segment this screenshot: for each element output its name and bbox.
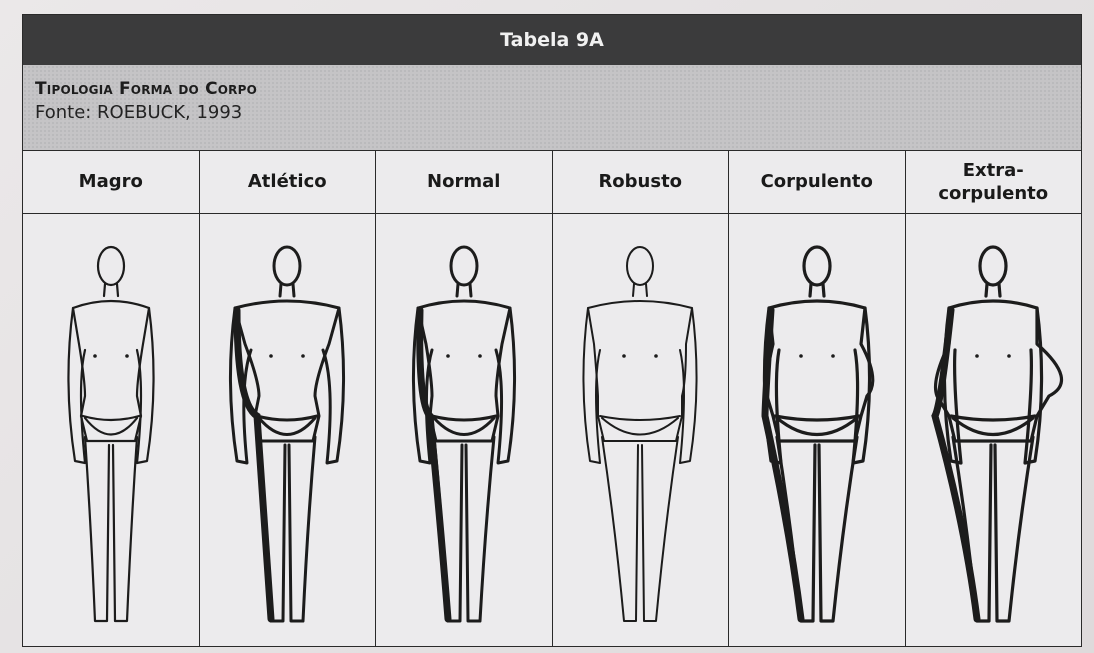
figure-row [23,214,1081,646]
head-shape [98,247,124,285]
chest-mark-left [975,354,979,358]
briefs-shape [951,416,1035,435]
head-shape [274,247,300,285]
head-shape [980,247,1006,285]
table-subtitle: Tipologia Forma do Corpo [35,79,1069,99]
body-figure-thin [26,226,196,646]
chest-mark-right [1007,354,1011,358]
chest-mark-right [654,354,658,358]
table-title: Tabela 9A [500,29,604,51]
figure-cell-atletico [200,214,377,646]
chest-mark-left [446,354,450,358]
figure-cell-robusto [553,214,730,646]
shadow-edge [765,310,801,619]
chest-mark-left [622,354,626,358]
table-caption: Tipologia Forma do Corpo Fonte: ROEBUCK,… [23,65,1081,151]
figure-cell-corpulento [729,214,906,646]
right-leg-shape [113,437,137,621]
head-shape [627,247,653,285]
column-header-extra-corpulento: Extra- corpulento [906,151,1082,213]
chest-mark-right [478,354,482,358]
column-header-normal: Normal [376,151,553,213]
body-figure-extra [908,226,1078,646]
chest-mark-right [301,354,305,358]
briefs-shape [600,416,680,435]
chest-mark-right [125,354,129,358]
right-leg-shape [642,437,678,621]
chest-mark-left [269,354,273,358]
figure-cell-normal [376,214,553,646]
right-leg-shape [466,437,494,621]
chest-mark-left [93,354,97,358]
column-header-atletico: Atlético [200,151,377,213]
table-source: Fonte: ROEBUCK, 1993 [35,102,1069,123]
body-figure-robust [555,226,725,646]
briefs-shape [775,416,859,435]
body-figure-corpulent [732,226,902,646]
figure-cell-magro [23,214,200,646]
shadow-edge [419,310,447,619]
briefs-shape [257,416,317,435]
column-header-robusto: Robusto [553,151,730,213]
right-leg-shape [995,437,1033,621]
head-shape [451,247,477,285]
figure-cell-extra-corpulento [906,214,1082,646]
briefs-shape [432,416,496,435]
body-type-table: Tabela 9A Tipologia Forma do Corpo Fonte… [22,14,1082,647]
table-title-bar: Tabela 9A [23,15,1081,65]
left-leg-shape [85,437,109,621]
column-header-corpulento: Corpulento [729,151,906,213]
left-leg-shape [602,437,638,621]
head-shape [804,247,830,285]
briefs-shape [83,416,139,435]
shadow-edge [237,310,271,619]
body-figure-normal [379,226,549,646]
header-row: Magro Atlético Normal Robusto Corpulento… [23,151,1081,214]
right-leg-shape [289,437,315,621]
right-leg-shape [819,437,857,621]
body-figure-athletic [202,226,372,646]
chest-mark-left [799,354,803,358]
column-header-magro: Magro [23,151,200,213]
chest-mark-right [831,354,835,358]
